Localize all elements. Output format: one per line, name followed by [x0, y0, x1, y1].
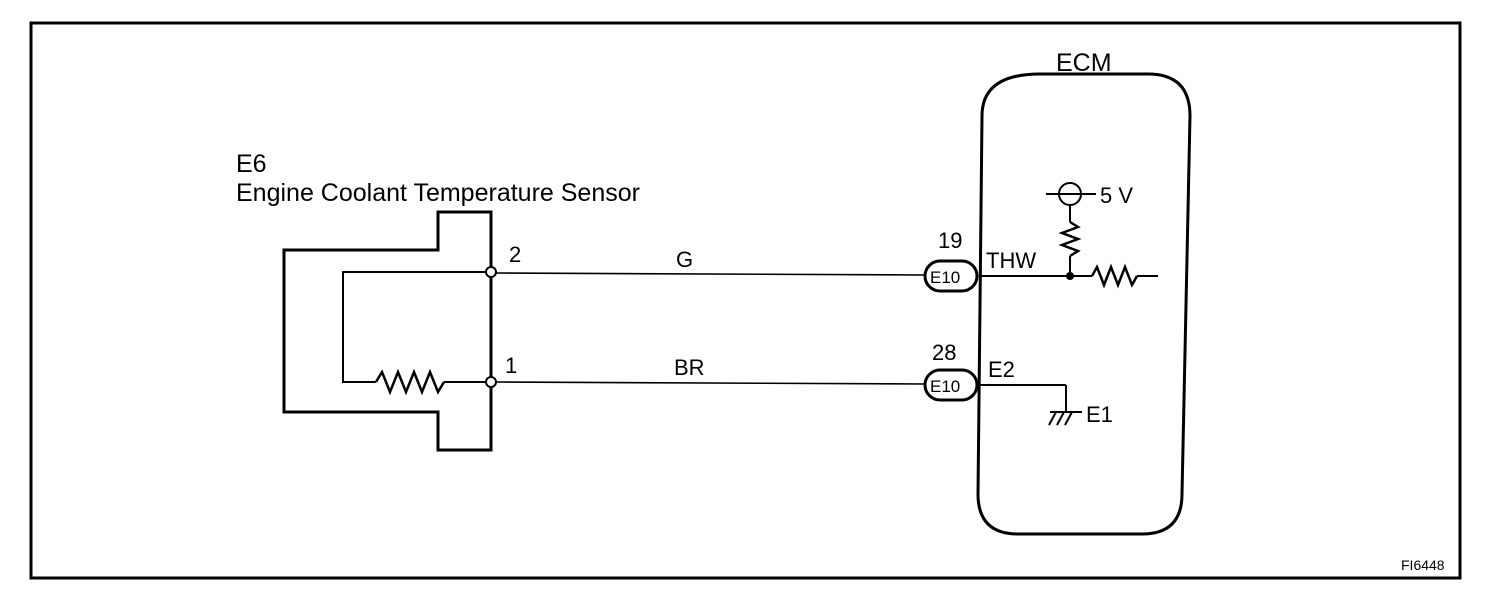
thw-series-resistor: [1090, 263, 1139, 289]
ecm-box: [976, 72, 1192, 536]
chassis-ground-icon: [1048, 411, 1082, 426]
wire-br: [495, 381, 926, 385]
sensor-code: E6: [236, 150, 267, 178]
connector-e10-top-label: E10: [930, 268, 960, 287]
ecm-title: ECM: [1056, 49, 1112, 77]
signal-thw-label: THW: [986, 248, 1036, 273]
diagram-frame: [29, 21, 1462, 580]
ground-e1-label: E1: [1086, 402, 1113, 427]
sensor-terminal-2: [485, 266, 497, 278]
wire-g-label: G: [676, 247, 693, 272]
sensor-terminal-1: [485, 376, 497, 388]
sensor-housing: [282, 210, 493, 452]
sensor-thermistor: [374, 368, 446, 396]
sensor-pin-2-label: 2: [509, 242, 521, 267]
signal-e2-label: E2: [988, 357, 1015, 382]
ecm-pin-19-label: 19: [938, 228, 962, 253]
figure-id: FI6448: [1401, 557, 1445, 573]
supply-voltage-label: 5 V: [1100, 183, 1133, 208]
pullup-resistor: [1058, 220, 1082, 258]
wire-br-label: BR: [674, 355, 705, 380]
ecm-pin-28-label: 28: [932, 340, 956, 365]
connector-e10-bottom: [923, 368, 979, 402]
wire-g: [495, 272, 926, 276]
sensor-internal-wire: [342, 271, 491, 383]
sensor-name: Engine Coolant Temperature Sensor: [236, 179, 640, 207]
sensor-pin-1-label: 1: [505, 353, 517, 378]
connector-e10-bottom-label: E10: [930, 377, 960, 396]
connector-e10-top: [923, 259, 979, 293]
